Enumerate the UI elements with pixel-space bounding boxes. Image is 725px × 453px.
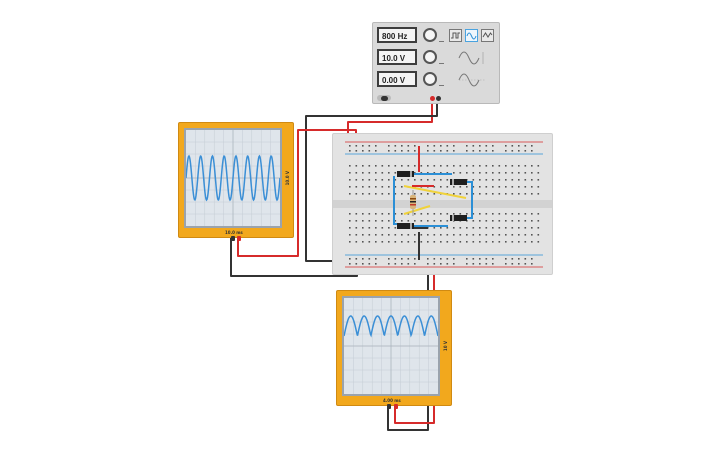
offset-knob[interactable] xyxy=(423,72,437,86)
wire-generator-ground xyxy=(305,100,438,262)
frequency-knob[interactable] xyxy=(423,28,437,42)
scope-negative-terminal[interactable] xyxy=(387,404,391,409)
power-switch-knob xyxy=(381,96,388,101)
oscilloscope-left: 10.0 ms 10.0 V xyxy=(178,122,294,241)
positive-terminal[interactable] xyxy=(430,96,435,101)
scope-positive-terminal[interactable] xyxy=(237,236,241,241)
diode-1 xyxy=(397,171,414,177)
square-wave-icon xyxy=(451,32,460,39)
scope-trace-sine xyxy=(186,130,280,226)
diode-3 xyxy=(397,223,414,229)
triangle-wave-icon xyxy=(482,32,493,38)
wire-yellow-1 xyxy=(403,185,467,199)
triangle-wave-button[interactable] xyxy=(481,29,494,42)
sine-wave-button[interactable] xyxy=(465,29,478,42)
scope-trace-rectified xyxy=(344,298,438,394)
scope-screen xyxy=(342,296,440,396)
negative-terminal[interactable] xyxy=(436,96,441,101)
sine-wave-icon xyxy=(466,32,477,40)
volts-per-div-label: 10 V xyxy=(443,341,448,352)
time-per-div-label: 10.0 ms xyxy=(225,230,243,235)
time-per-div-label: 4.00 ms xyxy=(383,398,401,403)
diode-4 xyxy=(450,215,467,221)
oscilloscope-bottom: 4.00 ms 10 V xyxy=(336,290,452,409)
load-resistor xyxy=(410,190,416,216)
function-generator: 800 Hz 10.0 V 0.00 V xyxy=(372,22,500,104)
sine-preview-icon xyxy=(458,51,484,65)
diode-2 xyxy=(450,179,467,185)
volts-per-div-label: 10.0 V xyxy=(285,171,290,186)
knob-tick xyxy=(439,85,444,86)
square-wave-button[interactable] xyxy=(449,29,462,42)
wire-blue-left xyxy=(393,176,400,225)
dc-offset-field[interactable]: 0.00 V xyxy=(377,71,417,87)
offset-preview-icon xyxy=(458,73,485,87)
knob-tick xyxy=(439,63,444,64)
amplitude-field[interactable]: 10.0 V xyxy=(377,49,417,65)
scope-positive-terminal[interactable] xyxy=(394,404,398,409)
wire-blue-right xyxy=(466,181,473,219)
wire-yellow-2 xyxy=(403,205,431,215)
knob-tick xyxy=(439,41,444,42)
frequency-field[interactable]: 800 Hz xyxy=(377,27,417,43)
scope-screen xyxy=(184,128,282,228)
breadboard xyxy=(332,133,553,275)
scope-negative-terminal[interactable] xyxy=(231,236,235,241)
amplitude-knob[interactable] xyxy=(423,50,437,64)
